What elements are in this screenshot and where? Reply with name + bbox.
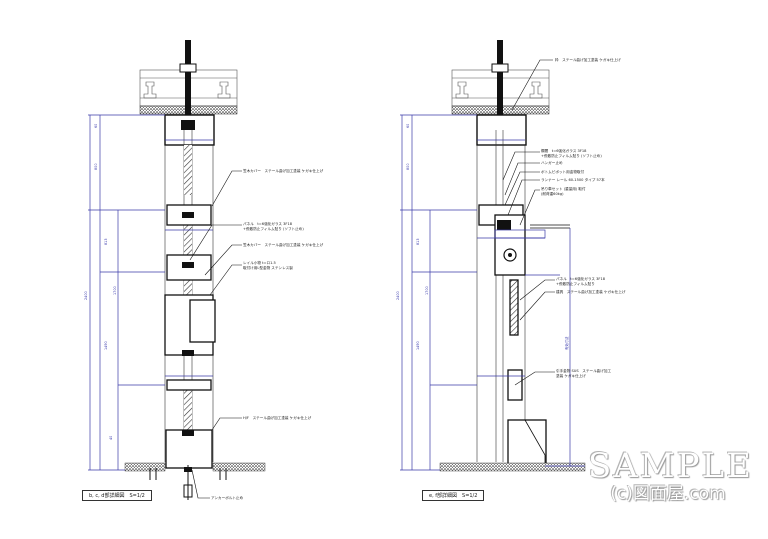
callout-label: +飛散防止フィルム貼り (556, 281, 595, 286)
dimension-text: 40 (109, 436, 113, 440)
dimension-text: 800 (94, 164, 98, 170)
callout-label: ボトムピボット用金物取付 (541, 169, 585, 174)
callout-label: 枠 ステール曲げ加工塗装 ケガキ仕上げ (555, 57, 621, 62)
dimension-text: 60 (406, 124, 410, 128)
dimension-text: 1490 (416, 341, 420, 350)
dimension-text: 813 (104, 239, 108, 245)
detail-drawing-bcd: 60 800 813 2400 1490 1700 40 笠木カバー ステール曲… (84, 40, 324, 500)
callout-label: ハンガー止め (541, 160, 563, 165)
watermark-main: SAMPLE (588, 446, 753, 486)
callout-label: 吊り車セット (重量用) 取付 (541, 186, 586, 191)
dimension-text: 2400 (84, 291, 88, 300)
dimension-lines-right (400, 114, 585, 471)
callout-label: (耐荷重60kg) (541, 191, 564, 196)
dimension-text: 60 (94, 124, 98, 128)
dimension-text: 1490 (104, 341, 108, 350)
callout-label: パネル t=6強化ガラス 3F18 (556, 276, 606, 281)
dimension-text: 有効寸法 (564, 336, 569, 350)
callout-label: 取付け用L型金物 ステンレス製 (243, 265, 293, 270)
sample-watermark: SAMPLE (c)図面屋.com (588, 446, 753, 504)
callout-label: H/F ステール曲げ加工塗装 ケガキ仕上げ (243, 415, 312, 420)
dimension-text: 813 (416, 239, 420, 245)
callout-label: +飛散防止フィルム貼り (ソフト止め) (243, 226, 304, 231)
callout-label: 笠木カバー ステール曲げ加工塗装 ケガキ仕上げ (243, 242, 324, 247)
dimension-text: 1700 (425, 286, 429, 295)
callout-label: 塗装 ケガキ仕上げ (556, 373, 586, 378)
drawing-title-bcd: b, c, d部詳細図 S=1/2 (82, 490, 152, 501)
callout-label: レイル小物 t=ロ1.5 (243, 260, 276, 265)
watermark-sub: (c)図面屋.com (610, 484, 726, 504)
callout-label: 笠木カバー ステール曲げ加工塗装 ケガキ仕上げ (243, 168, 324, 173)
callout-label: ランナー レール 60-1500 タイプ 57本 (541, 177, 605, 182)
callout-label: 建具 ステール曲げ加工塗装 ケガキ仕上げ (556, 289, 626, 294)
hanging-bolt (185, 40, 191, 120)
callout-label: アンカーボルト止め (211, 495, 244, 500)
callout-label: 欄間 t=6強化ガラス 3F18 (541, 148, 587, 153)
dimension-text: 1700 (113, 286, 117, 295)
dimension-text: 800 (406, 164, 410, 170)
drawing-title-ef: e, f部詳細図 S=1/2 (422, 490, 485, 501)
dimension-text: 2400 (396, 291, 400, 300)
callout-label: 引手金物 SUS ステール曲げ加工 (556, 368, 611, 373)
detail-drawing-ef: 60 800 813 2400 1490 1700 有効寸法 枠 ステール曲げ加… (396, 40, 626, 472)
dimension-lines-left (88, 114, 213, 471)
callout-label: +飛散防止フィルム貼り (ソフト止め) (541, 153, 602, 158)
callout-label: パネル t=6強化ガラス 3F18 (243, 221, 293, 226)
